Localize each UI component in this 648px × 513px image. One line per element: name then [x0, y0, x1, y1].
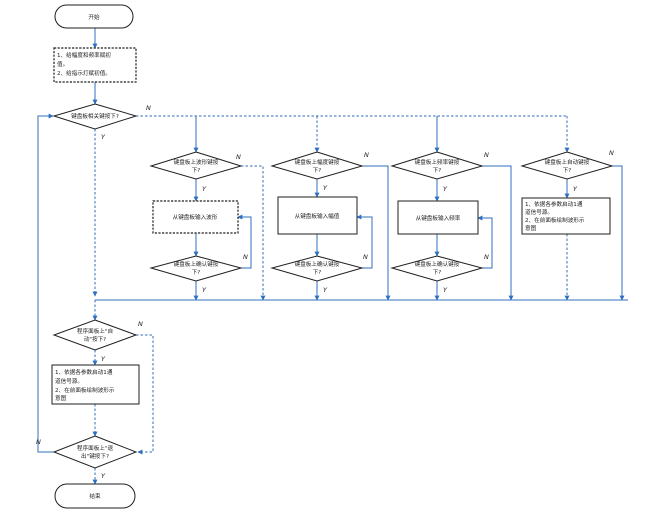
- yes-label: Y: [202, 286, 207, 294]
- yes-label: Y: [202, 185, 207, 193]
- amp-confirm-text-1: 键盘板上确认键按: [295, 260, 340, 268]
- panel-exit-text-2: 出"键按下?: [81, 452, 109, 460]
- yes-label: Y: [323, 286, 328, 294]
- freq-input-box: 从键盘板输入频率: [397, 200, 479, 235]
- yes-label: Y: [101, 472, 106, 480]
- init-text-2: 值。: [57, 60, 68, 68]
- amp-key-decision: 键盘板上幅度键按 下? N Y: [270, 151, 369, 192]
- auto-action-text-1: 1、依据各参数启动1通: [525, 200, 583, 208]
- amp-key-text-1: 键盘板上幅度键按: [295, 158, 340, 166]
- panel-action-text-2: 道信号源。: [55, 377, 83, 385]
- auto-key-decision: 键盘板上自动键按 下? N Y: [520, 149, 614, 193]
- panel-auto-text-1: 程序面板上"自: [77, 327, 113, 335]
- end-label: 结束: [89, 492, 101, 500]
- freq-confirm-decision: 键盘板上确认键按 下? N Y: [390, 253, 489, 294]
- panel-exit-decision: 程序面板上"退 出"键按下? N Y: [36, 435, 138, 480]
- end-node: 结束: [54, 483, 136, 509]
- no-label: N: [609, 149, 614, 157]
- yes-label: Y: [101, 133, 106, 141]
- panel-action-text-3: 2、在前面板绘制波形示: [55, 386, 115, 394]
- auto-key-text-1: 键盘板上自动键按: [545, 158, 590, 166]
- init-text-3: 2、给指示灯赋初值。: [57, 69, 111, 77]
- freq-confirm-text-1: 键盘板上确认键按: [415, 260, 460, 268]
- init-text-1: 1、给幅度和频率赋初: [57, 51, 111, 59]
- no-label: N: [243, 253, 248, 261]
- freq-confirm-text-2: 下?: [433, 269, 442, 276]
- wave-key-decision: 键盘板上波形键按 下? N Y: [149, 151, 243, 193]
- yes-label: Y: [443, 185, 448, 193]
- freq-input-text: 从键盘板输入频率: [416, 214, 461, 222]
- wave-key-text-2: 下?: [192, 167, 201, 174]
- amp-input-text: 从键盘板输入幅值: [295, 212, 340, 220]
- no-label: N: [146, 104, 151, 112]
- wave-key-text-1: 键盘板上波形键按: [174, 158, 219, 166]
- init-box: 1、给幅度和频率赋初 值。 2、给指示灯赋初值。: [53, 47, 137, 83]
- panel-action-text-1: 1、依据各参数启动1通: [55, 368, 113, 376]
- auto-key-text-2: 下?: [563, 167, 572, 174]
- panel-action-box: 1、依据各参数启动1通 道信号源。 2、在前面板绘制波形示 意图: [51, 364, 140, 405]
- key-related-label: 键盘板相关键按下?: [71, 112, 119, 120]
- freq-key-decision: 键盘板上频率键按 下? N Y: [390, 151, 489, 193]
- wave-input-text: 从键盘板输入波形: [173, 213, 218, 221]
- no-label: N: [36, 438, 41, 446]
- yes-label: Y: [443, 286, 448, 294]
- yes-label: Y: [323, 184, 328, 192]
- key-related-decision: 键盘板相关键按下? N Y: [52, 103, 151, 141]
- no-label: N: [484, 151, 489, 159]
- panel-exit-text-1: 程序面板上"退: [77, 444, 114, 452]
- no-label: N: [363, 253, 368, 261]
- wave-confirm-text-2: 下?: [192, 269, 201, 276]
- amp-key-text-2: 下?: [313, 167, 322, 174]
- amp-input-box: 从键盘板输入幅值: [277, 196, 358, 235]
- auto-action-text-3: 2、在前面板绘制波形示: [525, 216, 585, 224]
- amp-confirm-text-2: 下?: [313, 269, 322, 276]
- connectors: [37, 28, 628, 485]
- no-label: N: [236, 153, 241, 161]
- auto-action-text-4: 意图: [525, 224, 537, 232]
- auto-action-text-2: 道信号源。: [525, 208, 553, 216]
- no-label: N: [484, 253, 489, 261]
- freq-key-text-2: 下?: [433, 167, 442, 174]
- yes-label: Y: [101, 355, 106, 363]
- yes-label: Y: [573, 185, 578, 193]
- wave-input-box: 从键盘板输入波形: [152, 200, 239, 234]
- freq-key-text-1: 键盘板上频率键按: [415, 158, 460, 166]
- panel-action-text-4: 意图: [55, 394, 67, 402]
- auto-action-box: 1、依据各参数启动1通 道信号源。 2、在前面板绘制波形示 意图: [521, 197, 611, 235]
- amp-confirm-decision: 键盘板上确认键按 下? N Y: [270, 253, 368, 294]
- no-label: N: [138, 320, 143, 328]
- wave-confirm-decision: 键盘板上确认键按 下? N Y: [149, 253, 248, 294]
- no-label: N: [364, 151, 369, 159]
- wave-confirm-text-1: 键盘板上确认键按: [174, 260, 219, 268]
- panel-auto-text-2: 动"按下?: [84, 335, 106, 343]
- start-label: 开始: [88, 13, 100, 21]
- panel-auto-decision: 程序面板上"自 动"按下? N Y: [52, 319, 143, 363]
- start-node: 开始: [54, 4, 134, 29]
